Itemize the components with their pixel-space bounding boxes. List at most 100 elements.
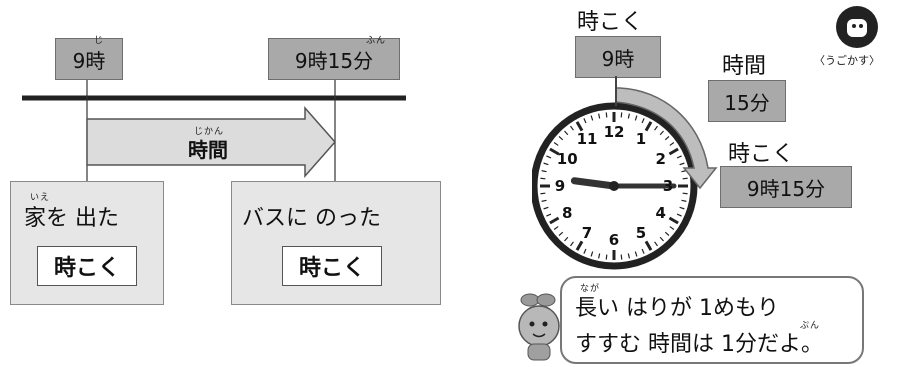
clock-tick xyxy=(634,115,638,121)
clock-tick xyxy=(644,121,653,132)
event-right-text: バスに のった xyxy=(242,206,381,231)
clock-numeral: 3 xyxy=(662,177,674,195)
clock-tick xyxy=(659,236,664,242)
clock-end-time-box: 9時15分 xyxy=(720,166,852,208)
clock-tick xyxy=(549,147,560,156)
speech-line2-furigana: ぷん xyxy=(800,321,821,331)
clock-tick xyxy=(679,162,685,166)
clock-center xyxy=(609,181,619,191)
hour-hand xyxy=(570,177,618,190)
clock-tick xyxy=(605,112,608,118)
speech-bubble xyxy=(560,276,864,364)
clock-tick xyxy=(681,199,687,202)
clock-numeral: 4 xyxy=(655,204,666,222)
clock-tick xyxy=(668,216,679,225)
clock-tick xyxy=(543,162,549,166)
clock-tick xyxy=(564,236,569,242)
clock-tick xyxy=(541,170,547,173)
duration-caption: 時間 xyxy=(722,54,767,79)
clock-tick xyxy=(654,241,658,247)
duration-value: 15分 xyxy=(724,90,770,115)
clock-tick xyxy=(668,147,679,156)
mascot-icon xyxy=(518,293,560,361)
duration-arrow xyxy=(86,106,337,178)
event-left-time-box: 時こく xyxy=(37,246,137,286)
start-time-box: 9時 xyxy=(55,38,123,80)
clock-numeral: 9 xyxy=(554,177,566,195)
clock-start-time-label: 9時 xyxy=(601,46,635,71)
event-left-text: 家を 出た xyxy=(24,206,119,231)
clock-tick xyxy=(641,118,645,124)
minute-ticks xyxy=(540,112,688,260)
clock-tick xyxy=(553,226,559,230)
speech-line2: すすむ 時間は 1分だよ。 xyxy=(575,332,823,357)
end-time-box: 9時15分 xyxy=(268,38,400,80)
clock-tick xyxy=(654,125,658,131)
clock-end-time-label: 9時15分 xyxy=(746,176,826,201)
clock-tick xyxy=(546,213,552,217)
clock-tick xyxy=(664,231,670,236)
clock-numeral: 2 xyxy=(655,150,666,168)
clock-tick xyxy=(676,155,682,159)
speech-line1-furigana: なが xyxy=(580,284,601,294)
clock-start-time-box: 9時 xyxy=(575,36,661,78)
clock-tick xyxy=(620,112,623,118)
clock-tick xyxy=(558,136,564,141)
clock-numeral: 7 xyxy=(581,223,593,242)
clock-tick xyxy=(634,251,638,257)
clock-tick xyxy=(605,254,608,260)
clock-numeral: 11 xyxy=(576,130,598,149)
clock-tick xyxy=(659,130,664,136)
clock-tick xyxy=(679,206,685,210)
clock-tick xyxy=(641,248,645,254)
clock-tick xyxy=(627,113,630,119)
event-right-time-label: 時こく xyxy=(298,256,365,281)
clock-tick xyxy=(590,251,594,257)
start-furigana: じ xyxy=(94,36,105,46)
clock-tick xyxy=(682,177,688,180)
clock-tick xyxy=(644,240,653,251)
end-furigana: ふん xyxy=(366,36,387,46)
clock-tick xyxy=(541,199,547,202)
event-left-furigana: いえ xyxy=(30,193,51,203)
analog-clock xyxy=(532,102,698,270)
clock-tick xyxy=(590,115,594,121)
clock-tick xyxy=(543,206,549,210)
duration-label: 時間 xyxy=(188,138,228,162)
clock-tick xyxy=(682,192,688,195)
clock-tick xyxy=(620,254,623,260)
event-left-time-label: 時こく xyxy=(53,256,120,281)
clock-tick xyxy=(549,216,560,225)
clock-tick xyxy=(676,213,682,217)
clock-numeral: 8 xyxy=(562,204,573,222)
end-time-label: 9時15分 xyxy=(294,48,374,73)
clock-tick xyxy=(598,253,601,259)
start-pointer-line xyxy=(615,76,617,106)
clock-tick xyxy=(564,130,569,136)
clock-numeral: 12 xyxy=(603,123,625,141)
clock-tick xyxy=(575,240,584,251)
clock-tick xyxy=(598,113,601,119)
clock-tick xyxy=(540,177,546,180)
clock-tick xyxy=(546,155,552,159)
duration-value-box: 15分 xyxy=(708,80,786,122)
clock-tick xyxy=(583,118,587,124)
clock-numeral: 10 xyxy=(556,150,578,168)
clock-tick xyxy=(570,125,574,131)
elapsed-arrow xyxy=(615,87,718,190)
clock-numeral: 5 xyxy=(635,223,647,242)
event-right-time-box: 時こく xyxy=(282,246,382,286)
clock-tick xyxy=(583,248,587,254)
clock-numeral: 1 xyxy=(635,130,647,149)
clock-tick xyxy=(558,231,564,236)
activity-badge-icon[interactable] xyxy=(836,6,878,48)
start-time-label: 9時 xyxy=(72,48,106,73)
clock-numeral: 6 xyxy=(608,231,620,249)
clock-tick xyxy=(553,142,559,146)
clock-tick xyxy=(627,253,630,259)
clock-tick xyxy=(540,192,546,195)
activity-label: 〈うごかす〉 xyxy=(814,54,880,67)
clock-tick xyxy=(575,121,584,132)
